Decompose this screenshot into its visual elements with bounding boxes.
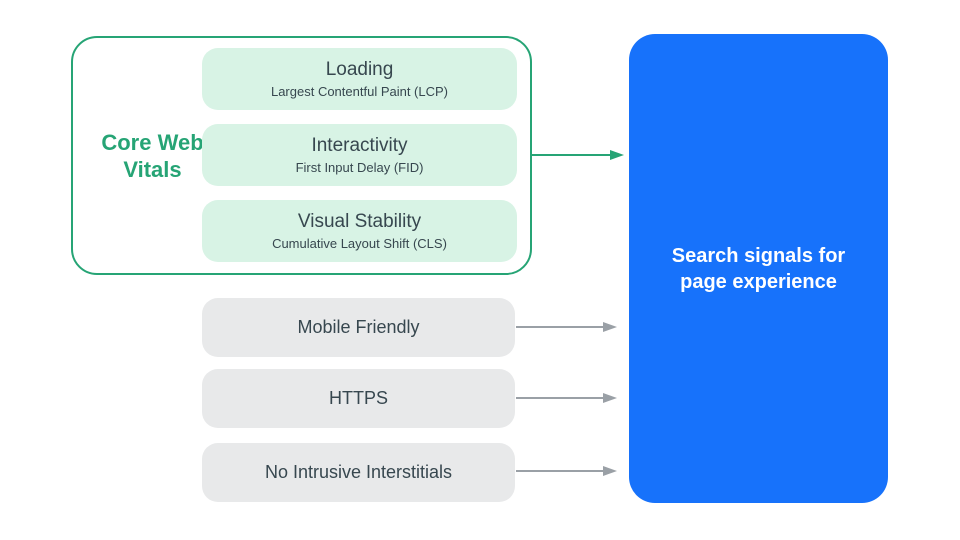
signal-pill-mobile-friendly: Mobile Friendly — [202, 298, 515, 357]
signal-pill-no-intrusive-interstitials: No Intrusive Interstitials — [202, 443, 515, 502]
vital-title: Loading — [325, 59, 394, 80]
vital-title: Interactivity — [311, 135, 408, 156]
vital-pill-interactivity: Interactivity First Input Delay (FID) — [202, 124, 517, 186]
arrow-no-intrusive-interstitials-icon — [516, 466, 617, 476]
core-web-vitals-pill-list: Loading Largest Contentful Paint (LCP) I… — [202, 48, 517, 262]
core-web-vitals-label: Core Web Vitals — [101, 129, 204, 182]
arrow-mobile-friendly-icon — [516, 322, 617, 332]
search-signals-box: Search signals for page experience — [629, 34, 888, 503]
signal-label: No Intrusive Interstitials — [264, 462, 453, 482]
vital-subtitle: First Input Delay (FID) — [295, 160, 424, 175]
vital-title: Visual Stability — [297, 211, 422, 232]
arrow-core-web-vitals-icon — [532, 150, 624, 160]
signal-label: HTTPS — [328, 388, 388, 408]
vital-subtitle: Largest Contentful Paint (LCP) — [270, 84, 449, 99]
vital-pill-loading: Loading Largest Contentful Paint (LCP) — [202, 48, 517, 110]
vital-pill-visual-stability: Visual Stability Cumulative Layout Shift… — [202, 200, 517, 262]
signal-pill-https: HTTPS — [202, 369, 515, 428]
vital-subtitle: Cumulative Layout Shift (CLS) — [272, 236, 447, 251]
signal-label: Mobile Friendly — [297, 317, 420, 337]
arrow-https-icon — [516, 393, 617, 403]
search-signals-label: Search signals for page experience — [671, 244, 846, 293]
